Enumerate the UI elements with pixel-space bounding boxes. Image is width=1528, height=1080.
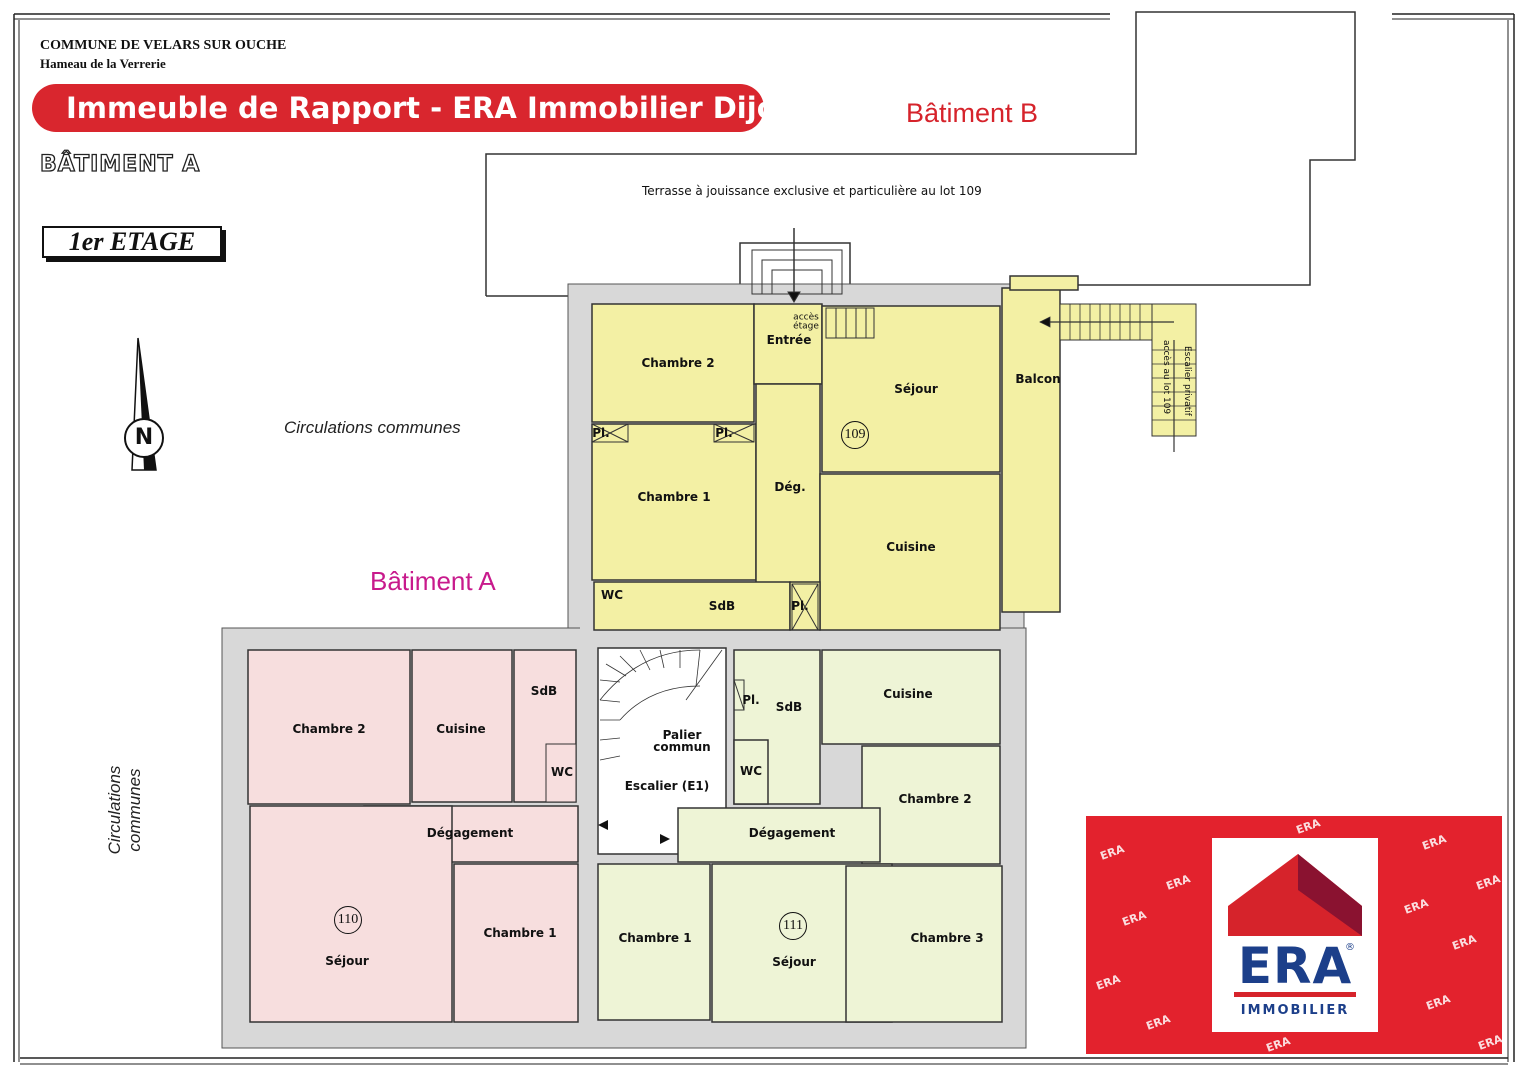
room-chambre1-109: Chambre 1 <box>637 490 711 504</box>
pattern-mark: ERA <box>1402 896 1430 917</box>
pattern-mark: ERA <box>1144 1012 1172 1033</box>
lot-number-110: 110 <box>334 906 362 934</box>
room-entree-109: Entrée <box>766 333 812 347</box>
pattern-mark: ERA <box>1294 816 1322 837</box>
stair-e1-label: Escalier (E1) <box>624 779 710 793</box>
listing-banner: Immeuble de Rapport - ERA Immobilier Dij… <box>32 84 797 132</box>
closet-111: Pl. <box>742 693 760 707</box>
room-chambre3-111: Chambre 3 <box>910 931 984 945</box>
era-subtitle: IMMOBILIER <box>1240 1003 1350 1018</box>
building-b-label: Bâtiment B <box>906 98 1039 128</box>
room-wc-111: WC <box>739 764 763 778</box>
pattern-mark: ERA <box>1420 832 1448 853</box>
era-registered-mark: ® <box>1345 942 1355 953</box>
room-sejour-110: Séjour <box>325 954 369 968</box>
landing-label-2: commun <box>653 740 711 754</box>
room-chambre2-110: Chambre 2 <box>292 722 366 736</box>
hamlet-subtitle: Hameau de la Verrerie <box>40 56 166 71</box>
room-cuisine-111: Cuisine <box>883 687 933 701</box>
commune-title: COMMUNE DE VELARS SUR OUCHE <box>40 38 287 53</box>
room-chambre2-111: Chambre 2 <box>898 792 972 806</box>
room-chambre1-111: Chambre 1 <box>618 931 692 945</box>
room-cuisine-110: Cuisine <box>436 722 486 736</box>
room-deg-109: Dég. <box>774 480 806 494</box>
room-chambre1-110: Chambre 1 <box>483 926 557 940</box>
building-a-label: Bâtiment A <box>370 566 496 596</box>
acces-label-2: étage <box>793 321 819 332</box>
house-roof-icon <box>1228 854 1362 936</box>
pattern-mark: ERA <box>1474 872 1502 893</box>
room-degagement-110: Dégagement <box>426 826 514 840</box>
room-chambre2-109: Chambre 2 <box>641 356 715 370</box>
north-icon: N <box>124 418 164 458</box>
private-stair-label-1: Escalier privatif <box>1182 346 1192 416</box>
room-sdb-109: SdB <box>708 599 736 613</box>
building-tag: BÂTIMENT A <box>39 151 201 177</box>
terrace-label: Terrasse à jouissance exclusive et parti… <box>642 184 982 198</box>
acces-label-1: accès <box>793 312 819 323</box>
pattern-mark: ERA <box>1264 1034 1292 1054</box>
private-stair-label-2: accès au lot 109 <box>1161 340 1171 415</box>
closet-109-3: Pl. <box>791 599 809 613</box>
closet-109-2: Pl. <box>715 426 733 440</box>
lot-number-111: 111 <box>779 912 807 940</box>
era-brand: ERA <box>1237 937 1353 995</box>
floor-tag: 1er ETAGE <box>42 226 222 258</box>
pattern-mark: ERA <box>1098 842 1126 863</box>
pattern-mark: ERA <box>1120 908 1148 929</box>
room-cuisine-109: Cuisine <box>886 540 936 554</box>
era-red-bar <box>1234 992 1356 997</box>
room-degagement-111: Dégagement <box>748 826 836 840</box>
pattern-mark: ERA <box>1476 1032 1502 1053</box>
lot-number-109: 109 <box>841 421 869 449</box>
room-wc-110: WC <box>550 765 574 779</box>
pattern-mark: ERA <box>1164 872 1192 893</box>
room-sejour-109: Séjour <box>894 382 938 396</box>
pattern-mark: ERA <box>1450 932 1478 953</box>
pattern-mark: ERA <box>1424 992 1452 1013</box>
room-sejour-111: Séjour <box>772 955 816 969</box>
common-circulation-label: Circulations communes <box>284 418 461 437</box>
room-sdb-110: SdB <box>530 684 558 698</box>
common-circulation-side-label: Circulations communes <box>105 765 144 855</box>
pattern-mark: ERA <box>1094 972 1122 993</box>
room-balcon-109: Balcon <box>1015 372 1061 386</box>
closet-109-1: Pl. <box>592 426 610 440</box>
room-sdb-111: SdB <box>775 700 803 714</box>
room-wc-109: WC <box>600 588 624 602</box>
landing-label-1: Palier <box>662 728 702 742</box>
